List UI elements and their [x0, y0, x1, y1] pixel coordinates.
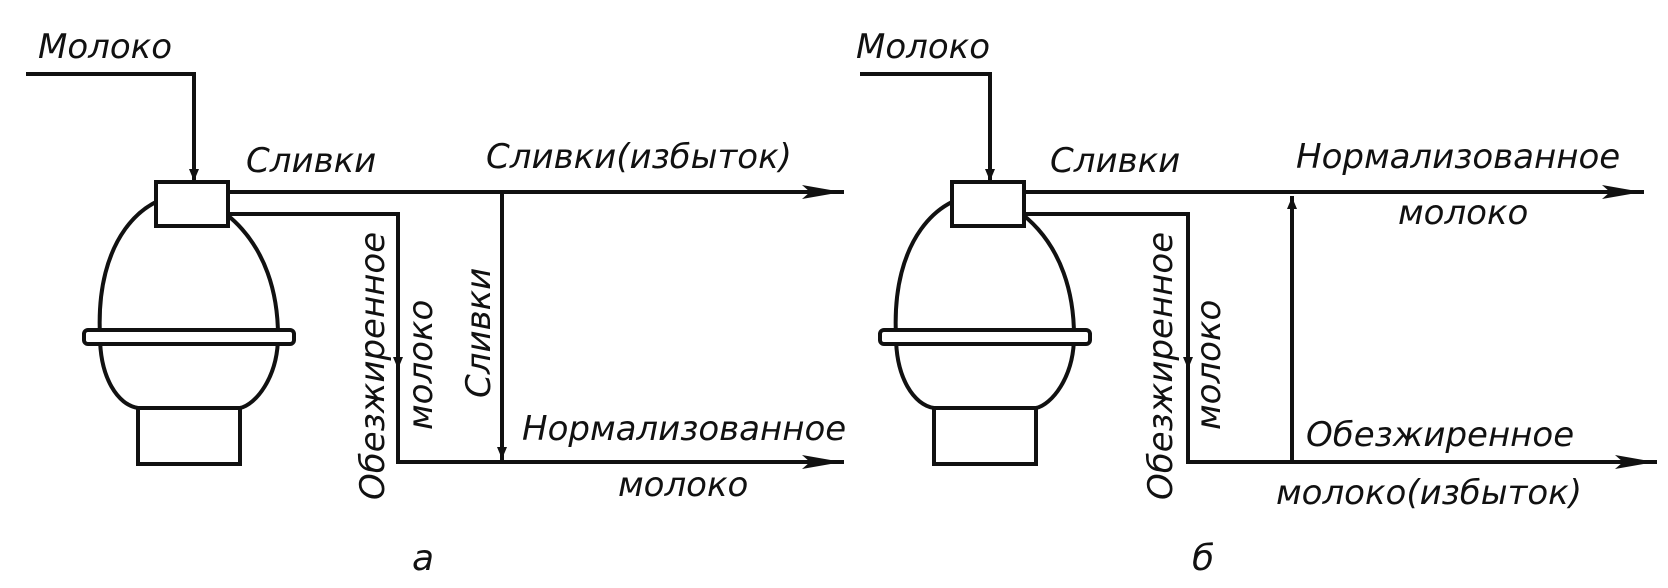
- caption-a: а: [412, 538, 434, 579]
- diagram-a: Молоко Сливки Сливки(избыток) Обезжиренн…: [26, 27, 846, 579]
- separator-a: [82, 180, 296, 466]
- label-milk-a: Молоко: [38, 27, 172, 67]
- label-skim-milk-line1-b: Обезжиренное: [1141, 232, 1181, 500]
- label-normalized-line2-b: молоко: [1398, 193, 1528, 233]
- separator-b: [878, 180, 1092, 466]
- label-skim-milk-line2-b: молоко: [1189, 300, 1229, 430]
- label-milk-b: Молоко: [856, 27, 990, 67]
- label-cream-excess-a: Сливки(избыток): [486, 137, 792, 177]
- label-cream-b: Сливки: [1050, 141, 1180, 181]
- milk-inlet-line-a: [26, 72, 199, 182]
- label-skim-milk-line2-a: молоко: [401, 300, 441, 430]
- label-skim-excess-line2-b: молоко(избыток): [1276, 473, 1582, 513]
- caption-b: б: [1192, 538, 1214, 579]
- label-normalized-line1-b: Нормализованное: [1296, 137, 1620, 177]
- label-normalized-line1-a: Нормализованное: [522, 409, 846, 449]
- label-normalized-line2-a: молоко: [618, 465, 748, 505]
- diagram-b: Молоко Сливки Нормализованное молоко Обе…: [856, 27, 1657, 579]
- label-cream-a: Сливки: [246, 141, 376, 181]
- label-skim-milk-line1-a: Обезжиренное: [353, 232, 393, 500]
- milk-inlet-line-b: [860, 72, 995, 182]
- label-cream-vertical-a: Сливки: [459, 268, 499, 398]
- label-skim-excess-line1-b: Обезжиренное: [1306, 415, 1574, 455]
